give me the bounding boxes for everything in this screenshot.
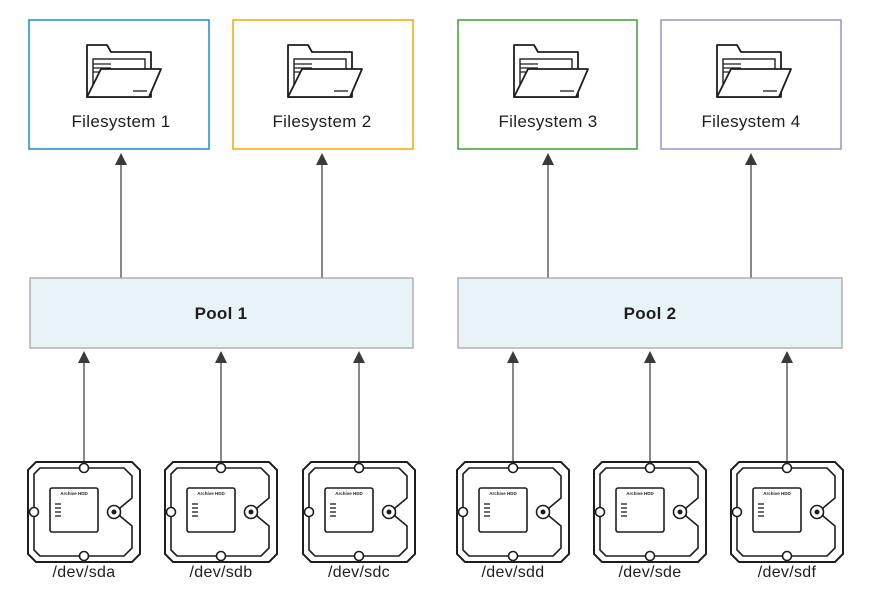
disk: Archive HDD /dev/sdb: [164, 461, 278, 581]
filesystem-box: Filesystem 3: [457, 19, 638, 150]
pool-to-filesystem-arrow: [115, 153, 127, 278]
disk-to-pool-arrow: [78, 351, 90, 462]
filesystem-label: Filesystem 4: [701, 112, 800, 131]
folder-icon: [287, 44, 363, 98]
pool-box: Pool 1: [29, 277, 414, 349]
device-label: /dev/sde: [619, 564, 682, 581]
hard-drive-icon: [302, 461, 416, 563]
filesystem-label: Filesystem 3: [498, 112, 597, 131]
disk: Archive HDD /dev/sde: [593, 461, 707, 581]
disk-to-pool-arrow: [215, 351, 227, 462]
pool-box: Pool 2: [457, 277, 843, 349]
disk-label: Archive HDD: [335, 491, 363, 496]
filesystem-label: Filesystem 1: [71, 112, 170, 131]
disk-label: Archive HDD: [197, 491, 225, 496]
hard-drive-icon: [593, 461, 707, 563]
folder-icon: [86, 44, 162, 98]
device-label: /dev/sda: [53, 564, 116, 581]
pool-to-filesystem-arrow: [316, 153, 328, 278]
folder-icon: [716, 44, 792, 98]
device-label: /dev/sdf: [758, 564, 817, 581]
disk-label: Archive HDD: [626, 491, 654, 496]
hard-drive-icon: [27, 461, 141, 563]
pool-to-filesystem-arrow: [745, 153, 757, 278]
filesystem-box: Filesystem 4: [660, 19, 842, 150]
filesystem-box: Filesystem 1: [28, 19, 210, 150]
disk-label: Archive HDD: [489, 491, 517, 496]
device-label: /dev/sdb: [190, 564, 253, 581]
disk: Archive HDD /dev/sdc: [302, 461, 416, 581]
disk-label: Archive HDD: [763, 491, 791, 496]
filesystem-box: Filesystem 2: [232, 19, 414, 150]
pool-label: Pool 1: [195, 304, 248, 323]
device-label: /dev/sdc: [328, 564, 390, 581]
device-label: /dev/sdd: [482, 564, 545, 581]
pool-to-filesystem-arrow: [542, 153, 554, 278]
disk-to-pool-arrow: [507, 351, 519, 462]
filesystem-label: Filesystem 2: [272, 112, 371, 131]
folder-icon: [513, 44, 589, 98]
hard-drive-icon: [164, 461, 278, 563]
hard-drive-icon: [730, 461, 844, 563]
disk-label: Archive HDD: [60, 491, 88, 496]
disk-to-pool-arrow: [353, 351, 365, 462]
hard-drive-icon: [456, 461, 570, 563]
pool-label: Pool 2: [624, 304, 677, 323]
disk-to-pool-arrow: [781, 351, 793, 462]
disk: Archive HDD /dev/sdd: [456, 461, 570, 581]
disk-to-pool-arrow: [644, 351, 656, 462]
disk: Archive HDD /dev/sdf: [730, 461, 844, 581]
disk: Archive HDD /dev/sda: [27, 461, 141, 581]
